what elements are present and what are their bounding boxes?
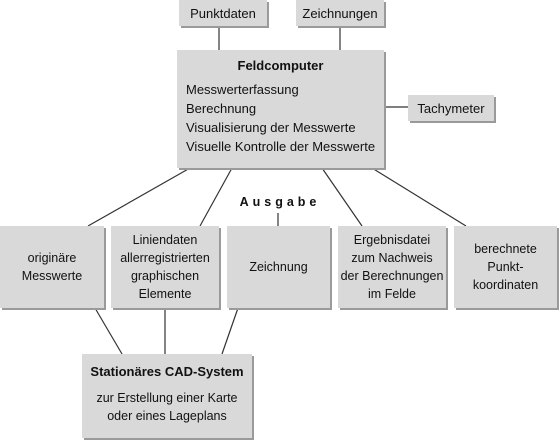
output-line: Liniendaten <box>132 233 198 247</box>
feldcomputer-items: Messwerterfassung Berechnung Visualisier… <box>186 80 384 156</box>
connector-feldcomputer-output-1 <box>87 167 191 227</box>
connector-output-3-cad <box>221 307 239 355</box>
output-line: der Berechnungen <box>340 269 444 283</box>
output-line: Messwerte <box>21 269 83 283</box>
cad-system-line: zur Erstellung einer Karte <box>96 391 238 405</box>
feldcomputer-item: Visuelle Kontrolle der Messwerte <box>186 139 376 154</box>
feldcomputer-item: Messwerterfassung <box>186 82 299 97</box>
tachymeter-box: Tachymeter <box>408 95 494 121</box>
feldcomputer-item: Berechnung <box>186 101 257 116</box>
output-line: graphischen <box>130 269 200 283</box>
punktdaten-box: Punktdaten <box>179 0 267 26</box>
output-line: Punkt- <box>487 260 524 274</box>
output-box-zeichnung: Zeichnung <box>227 226 330 308</box>
output-line: Elemente <box>138 287 192 301</box>
output-line: Zeichnung <box>249 260 308 274</box>
ausgabe-label: Ausgabe <box>239 195 321 209</box>
feldcomputer-title: Feldcomputer <box>237 58 324 73</box>
output-line: im Felde <box>368 287 416 301</box>
connector-output-1-cad <box>94 307 123 355</box>
zeichnungen-label: Zeichnungen <box>302 5 378 21</box>
zeichnungen-box: Zeichnungen <box>296 0 384 26</box>
punktdaten-label: Punktdaten <box>190 5 256 21</box>
cad-system-line: oder eines Lageplans <box>107 409 227 423</box>
output-line: allerregistrierten <box>120 251 210 265</box>
output-line: koordinaten <box>472 278 539 292</box>
feldcomputer-box: Feldcomputer Messwerterfassung Berechnun… <box>177 50 384 168</box>
output-line: Ergebnisdatei <box>353 233 431 247</box>
output-line: berechnete <box>474 242 537 256</box>
output-box-originaere-messwerte: originäre Messwerte <box>0 226 104 308</box>
connector-feldcomputer-output-4 <box>321 167 363 227</box>
output-line: originäre <box>27 251 77 265</box>
output-line: zum Nachweis <box>351 251 433 265</box>
tachymeter-label: Tachymeter <box>417 100 485 116</box>
output-box-ergebnisdatei: Ergebnisdatei zum Nachweis der Berechnun… <box>338 226 446 308</box>
cad-system-box: Stationäres CAD-System zur Erstellung ei… <box>82 354 252 438</box>
cad-system-description: zur Erstellung einer Karte oder eines La… <box>82 389 252 425</box>
connector-feldcomputer-output-5 <box>371 167 467 227</box>
output-box-liniendaten: Liniendaten allerregistrierten graphisch… <box>111 226 219 308</box>
connector-feldcomputer-output-2 <box>199 167 233 227</box>
cad-system-title: Stationäres CAD-System <box>90 364 244 379</box>
feldcomputer-item: Visualisierung der Messwerte <box>186 120 356 135</box>
output-box-punktkoordinaten: berechnete Punkt- koordinaten <box>454 226 557 308</box>
